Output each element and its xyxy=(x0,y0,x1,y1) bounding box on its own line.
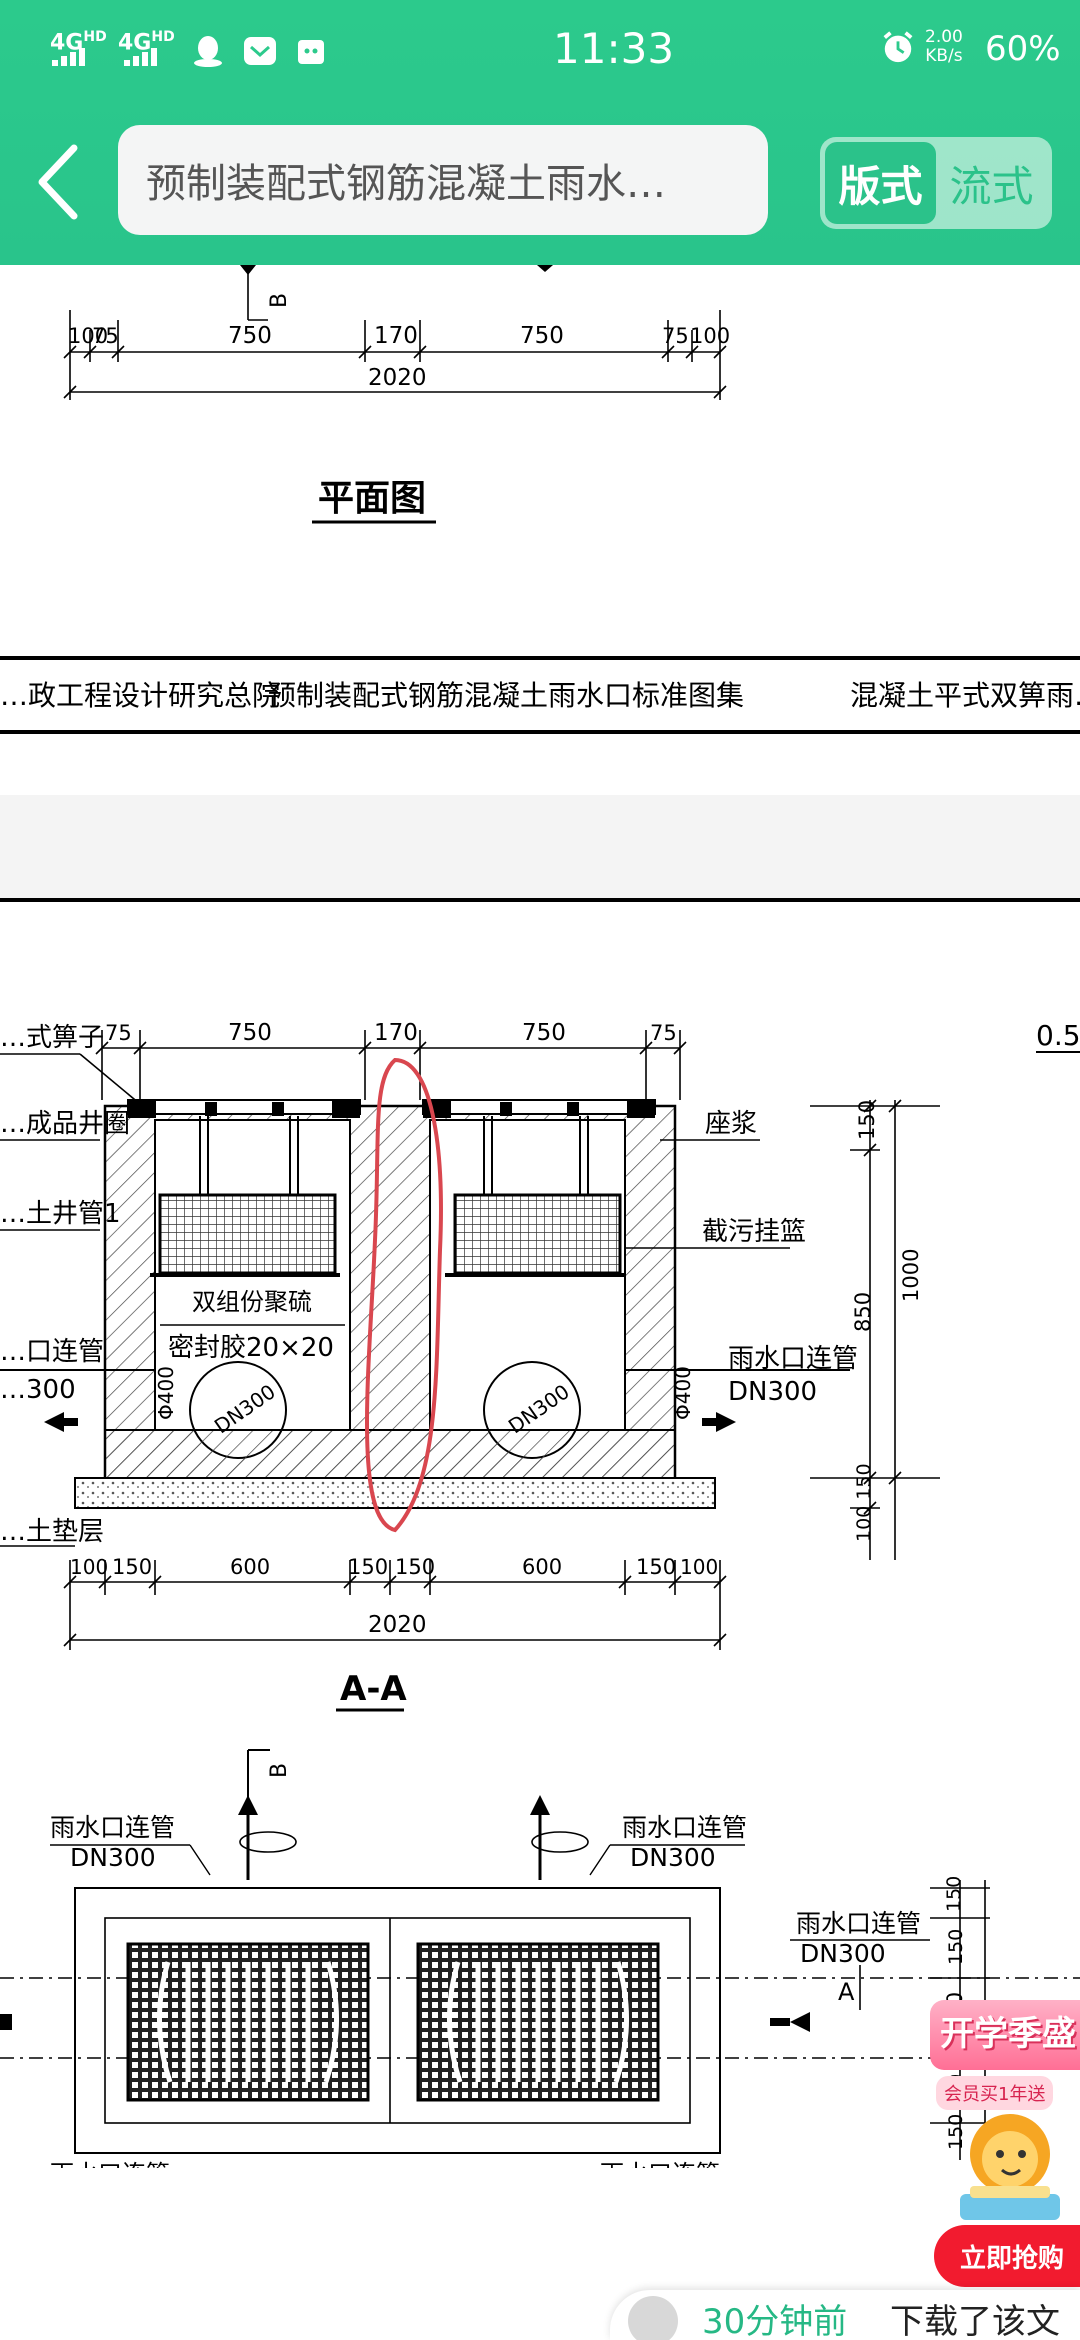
label-pipe-right-dn: DN300 xyxy=(728,1377,817,1407)
label-grate: …式箅子 xyxy=(0,1023,104,1053)
dim-label: 1000 xyxy=(899,1249,923,1302)
plan-top-dimensions: B 100 75 750 170 750 75 100 2020 平面图 xyxy=(63,265,730,524)
drawing-canvas: B 100 75 750 170 750 75 100 2020 平面图 …政工… xyxy=(0,265,1080,2198)
sealant-label: 双组份聚硫 xyxy=(192,1288,312,1316)
activity-time: 30分钟前 xyxy=(702,2302,848,2340)
label-pipe-left: …口连管 xyxy=(0,1337,104,1367)
pipe-label: 雨水口连管 xyxy=(622,1813,747,1842)
title-block-title: 预制装配式钢筋混凝土雨水口标准图集 xyxy=(268,679,744,712)
label-basket: 截污挂篮 xyxy=(702,1217,806,1247)
pipe-height-right: Φ400 xyxy=(671,1366,695,1420)
dim-label: 170 xyxy=(374,1020,418,1046)
promo-widget[interactable]: 开学季盛 会员买1年送 立即抢购 xyxy=(930,2000,1080,2290)
dim-label: 100 xyxy=(690,324,730,348)
plan-bottom-drawing: B 雨水口连管 DN300 雨水口连管 DN300 xyxy=(0,1749,1080,2198)
dim-label: 600 xyxy=(230,1555,270,1579)
battery-level: 60% xyxy=(985,29,1061,69)
status-time: 11:33 xyxy=(553,24,675,73)
title-block: …政工程设计研究总院 预制装配式钢筋混凝土雨水口标准图集 混凝土平式双箅雨… xyxy=(0,656,1080,734)
label-cushion: …土垫层 xyxy=(0,1517,104,1547)
title-block-org: …政工程设计研究总院 xyxy=(0,679,280,712)
section-caption: A-A xyxy=(340,1669,407,1709)
view-mode-toggle[interactable]: 版式 流式 xyxy=(820,137,1052,229)
lion-mascot-icon xyxy=(960,2114,1060,2220)
dim-label: 850 xyxy=(851,1292,875,1332)
dim-label: 100 xyxy=(680,1555,718,1579)
dim-label: 100 150 xyxy=(853,1463,875,1542)
slope-label: 0.5 xyxy=(1036,1019,1080,1052)
dim-label: 150 xyxy=(112,1555,152,1579)
mode-layout-button[interactable]: 版式 xyxy=(825,142,936,224)
page-separator xyxy=(0,795,1080,900)
chevron-left-icon[interactable] xyxy=(30,140,90,224)
dim-label: 75 xyxy=(92,324,119,348)
section-mark-b: B xyxy=(267,293,292,308)
sealant-size-label: 密封胶20×20 xyxy=(168,1333,334,1363)
label-mortar: 座浆 xyxy=(705,1109,757,1139)
title-block-sheet: 混凝土平式双箅雨… xyxy=(850,679,1080,712)
dim-label: 150 xyxy=(943,1876,965,1912)
red-markup-annotation xyxy=(365,1057,443,1533)
sim1-label: 4GHD xyxy=(50,29,107,56)
dim-label: 75 xyxy=(650,1021,677,1045)
label-well: …土井管1 xyxy=(0,1199,121,1229)
pipe-height-left: Φ400 xyxy=(154,1366,178,1420)
plan-caption: 平面图 xyxy=(318,478,426,519)
dim-label: 100 xyxy=(70,1555,108,1579)
dim-label: 750 xyxy=(522,1020,566,1046)
dim-label: 170 xyxy=(374,323,418,349)
dim-label: 75 xyxy=(105,1021,132,1045)
dim-label: 150 xyxy=(945,2114,967,2150)
activity-toast[interactable]: 30分钟前 下载了该文 xyxy=(610,2290,1080,2340)
dim-label: 150 xyxy=(855,1100,879,1140)
dim-label: 150 xyxy=(348,1555,388,1579)
dim-total: 2020 xyxy=(368,365,427,391)
promo-subtitle: 会员买1年送 xyxy=(936,2076,1054,2110)
dim-total: 2020 xyxy=(368,1612,427,1638)
document-title-field[interactable]: 预制装配式钢筋混凝土雨水… xyxy=(118,125,768,235)
mail-icon xyxy=(244,37,276,65)
qq-icon xyxy=(194,36,222,67)
dim-label: 150 xyxy=(395,1555,435,1579)
activity-message: 下载了该文 xyxy=(890,2302,1060,2340)
sim2-label: 4GHD xyxy=(118,29,175,56)
mode-flow-button[interactable]: 流式 xyxy=(949,161,1034,211)
document-viewer[interactable]: B 100 75 750 170 750 75 100 2020 平面图 …政工… xyxy=(0,265,1080,2340)
pipe-label: 雨水口连管 xyxy=(796,1909,921,1938)
sim1-signal-icon xyxy=(52,48,85,66)
dim-label: 150 xyxy=(945,1929,967,1965)
section-aa-drawing: 75 750 170 750 75 0.5 xyxy=(0,898,1080,1712)
label-pipe-right: 雨水口连管 xyxy=(728,1344,858,1374)
section-mark-a: A xyxy=(838,1978,855,2006)
alarm-icon xyxy=(883,31,913,63)
dim-label: 600 xyxy=(522,1555,562,1579)
dim-label: 100 xyxy=(68,324,108,348)
pipe-label: DN300 xyxy=(800,1939,886,1968)
wechat-icon xyxy=(298,40,324,64)
dim-label: 750 xyxy=(228,323,272,349)
pipe-label: 雨水口连管 xyxy=(50,1813,175,1842)
promo-buy-button[interactable]: 立即抢购 xyxy=(934,2225,1080,2287)
sim2-signal-icon xyxy=(124,48,157,66)
section-mark-b: B xyxy=(267,1763,292,1778)
pipe-label: DN300 xyxy=(70,1843,156,1872)
dim-label: 750 xyxy=(228,1020,272,1046)
avatar xyxy=(628,2296,678,2340)
dim-label: 75 xyxy=(662,324,689,348)
label-ring: …成品井圈 xyxy=(0,1109,130,1139)
document-title: 预制装配式钢筋混凝土雨水… xyxy=(146,161,666,207)
pipe-label: DN300 xyxy=(630,1843,716,1872)
dim-label: 150 xyxy=(636,1555,676,1579)
dim-label: 750 xyxy=(520,323,564,349)
promo-title: 开学季盛 xyxy=(930,2000,1080,2070)
label-pipe-left-dn: …300 xyxy=(0,1375,76,1405)
